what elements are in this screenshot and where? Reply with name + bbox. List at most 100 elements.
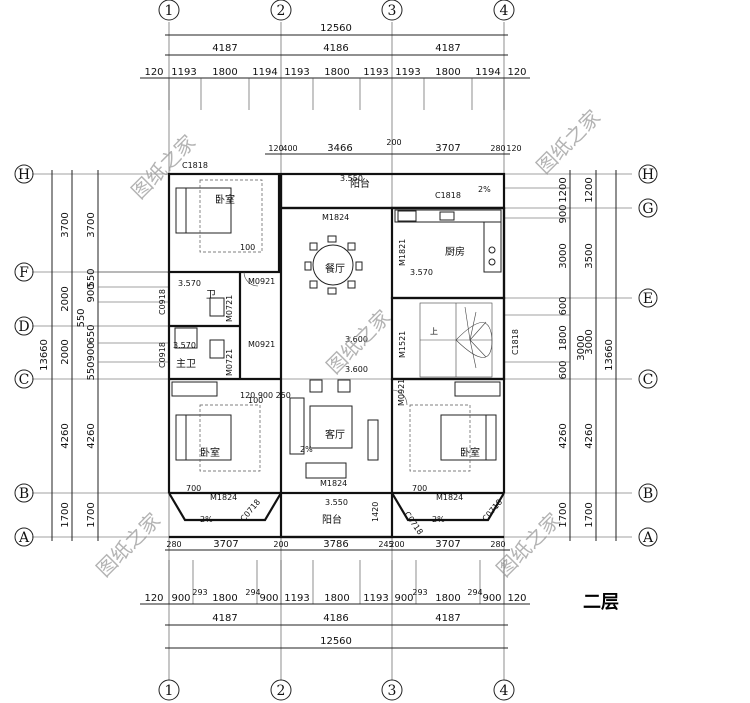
code-m1824-b: M1824 [210,493,237,502]
code-c1818-b: C1818 [435,191,461,200]
axis-label-A: A [18,530,30,546]
dim-top-3: 1800 [212,67,237,78]
dim-inner-bottom-7: 3707 [435,539,460,550]
level-2: 3.570 [178,279,201,288]
axis-label-3b: 3 [388,683,397,699]
dim-inner-bottom-2: 3707 [213,539,238,550]
room-bedroom-sw: 卧室 [200,446,220,459]
axis-label-D: D [18,319,29,335]
axis-label-4: 4 [500,3,509,19]
dim-inner-bottom-8: 280 [490,540,505,549]
code-m0921-a: M0921 [248,277,275,286]
slope-3: 2% [432,515,445,524]
level-7: 3.550 [325,498,348,507]
small-dim-100-a: 100 [240,243,255,252]
axis-label-C: C [19,372,30,388]
axis-label-A-right: A [642,530,654,546]
dim-inner-bottom-6: 200 [389,540,404,549]
building-walls [167,172,506,539]
dim-left-inner-2: 900 [86,283,97,302]
axis-bubbles-top: 1 2 3 4 [158,0,515,21]
dim-total-width: 12560 [320,23,352,34]
dim-left-1: 3700 [60,212,71,237]
dim-inner-top-4: 200 [386,138,401,147]
code-m1824-a: M1824 [322,213,349,222]
dim-bay2-bottom: 4186 [323,613,348,624]
dim-inner-bottom-4: 3786 [323,539,348,550]
dim-right-inner-5: 1800 [558,325,569,350]
dim-top-8: 1193 [395,67,420,78]
axis-bubbles-right: H G E C B A [638,164,658,547]
dim-bay1-bottom: 4187 [212,613,237,624]
dim-right-inner-7: 600 [558,360,569,379]
axis-bubbles-left: H F D C B A [14,164,34,547]
axis-label-3: 3 [388,3,397,19]
dim-bottom-small-2: 294 [245,588,260,597]
dim-left-2: 2000 [60,286,71,311]
axis-bubbles-bottom: 1 2 3 4 [158,679,515,701]
level-4: 3.570 [410,268,433,277]
dim-total-width-bottom: 12560 [320,636,352,647]
dim-inner-bottom-1: 280 [166,540,181,549]
dim-inner-top-1: 120 [268,144,283,153]
dim-left-inner-4: 550 [76,308,87,327]
dim-right-4: 4260 [584,423,595,448]
room-living: 客厅 [325,428,345,441]
code-c0718-c: C0718 [481,498,505,524]
dim-inner-top-5: 3707 [435,143,460,154]
top-dimensions: 12560 4187 4186 4187 120 1193 1800 1194 … [140,23,530,155]
dim-top-5: 1193 [284,67,309,78]
axis-label-F: F [19,265,29,281]
dim-inner-bottom-3: 200 [273,540,288,549]
dim-bottom-small-4: 294 [467,588,482,597]
dim-bay1: 4187 [212,43,237,54]
dim-left-3: 2000 [60,339,71,364]
small-dim-700-a: 700 [186,484,201,493]
watermark-3: 图纸之家 [532,105,606,179]
level-1: 3.550 [340,174,363,183]
slope-4: 2% [300,445,313,454]
axis-label-C-right: C [643,372,654,388]
dim-left-inner-1: 3700 [86,212,97,237]
axis-label-4b: 4 [500,683,509,699]
dim-bay3: 4187 [435,43,460,54]
code-c0718-b: C0718 [402,510,424,536]
code-c0918-b: C0918 [158,342,167,368]
dim-top-6: 1800 [324,67,349,78]
dim-top-9: 1800 [435,67,460,78]
code-m1824-c: M1824 [320,479,347,488]
left-dimensions: 13660 3700 2000 2000 4260 1700 3700 900 … [39,170,170,541]
dim-inner-top-2: 400 [282,144,297,153]
dim-bottom-9: 1800 [435,593,460,604]
room-balcony-top: 阳台 [350,177,370,190]
dim-inner-top-7: 120 [506,144,521,153]
dim-bottom-4: 900 [259,593,278,604]
floor-label: 二层 [583,592,619,613]
axis-label-B-right: B [643,486,653,502]
axis-label-G: G [642,201,653,217]
code-m0921-c: M0921 [397,379,406,406]
code-c0918-a: C0918 [158,289,167,315]
dim-inner-top-6: 280 [490,144,505,153]
dim-left-4: 4260 [60,423,71,448]
dim-bottom-6: 1800 [324,593,349,604]
dim-right-inner-8: 4260 [558,423,569,448]
axis-label-H-right: H [642,167,654,183]
dim-right-inner-3: 3000 [558,243,569,268]
code-m0721-a: M0721 [225,295,234,322]
furniture [171,179,502,479]
watermark-4: 图纸之家 [92,508,166,582]
dim-top-4: 1194 [252,67,277,78]
room-bath: 卫 [206,290,216,301]
dim-top-7: 1193 [363,67,388,78]
dim-left-5: 1700 [60,502,71,527]
slope-1: 2% [478,185,491,194]
dim-inner-bottom-5: 245 [378,540,393,549]
dim-bottom-5: 1193 [284,593,309,604]
right-dimensions: 1200 900 3000 600 1800 3000 600 4260 170… [505,170,617,541]
code-m1821: M1821 [398,239,407,266]
slope-2: 2% [200,515,213,524]
dim-right-inner-6: 3000 [576,335,587,360]
dim-left-inner-8: 4260 [86,423,97,448]
